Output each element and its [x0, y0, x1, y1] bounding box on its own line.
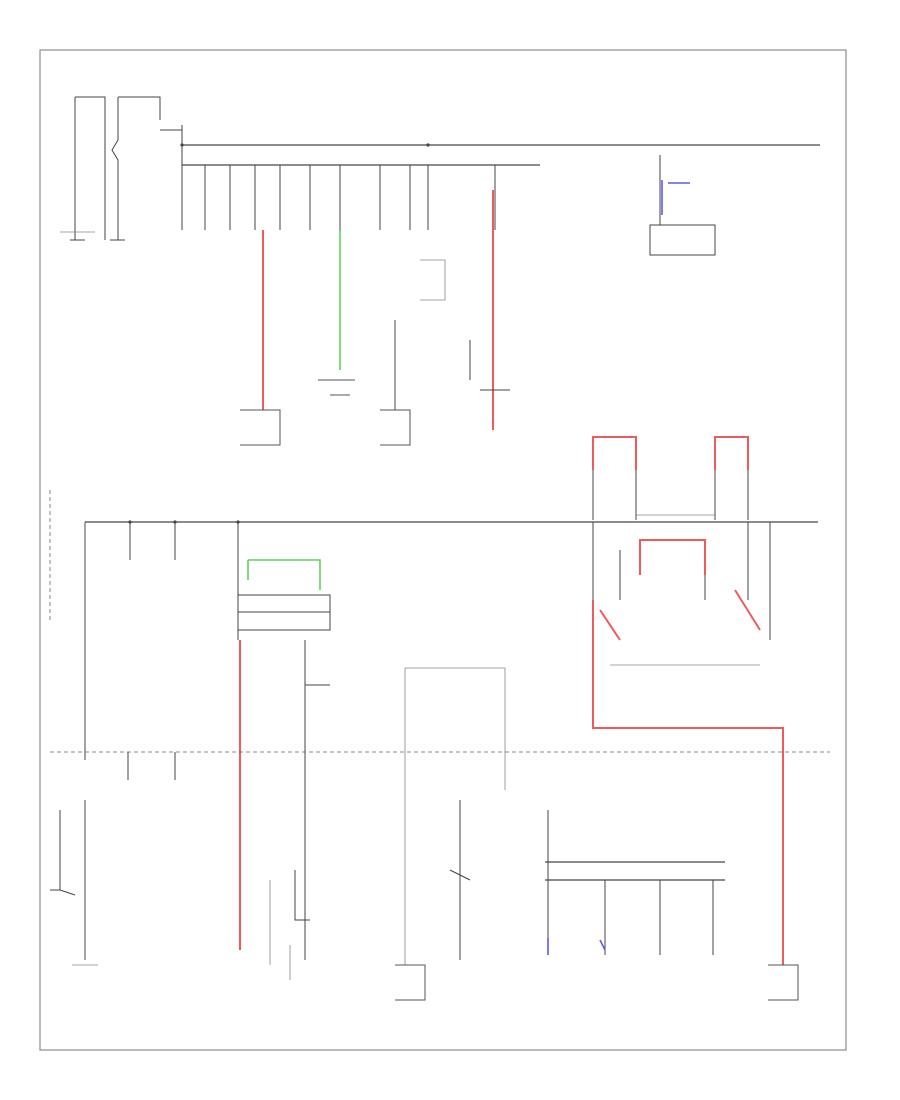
- bottom-component-section: [50, 751, 830, 1001]
- top-fuse-section: [60, 96, 820, 446]
- middle-relay-section: [49, 436, 818, 965]
- diagram-border: [39, 49, 847, 1051]
